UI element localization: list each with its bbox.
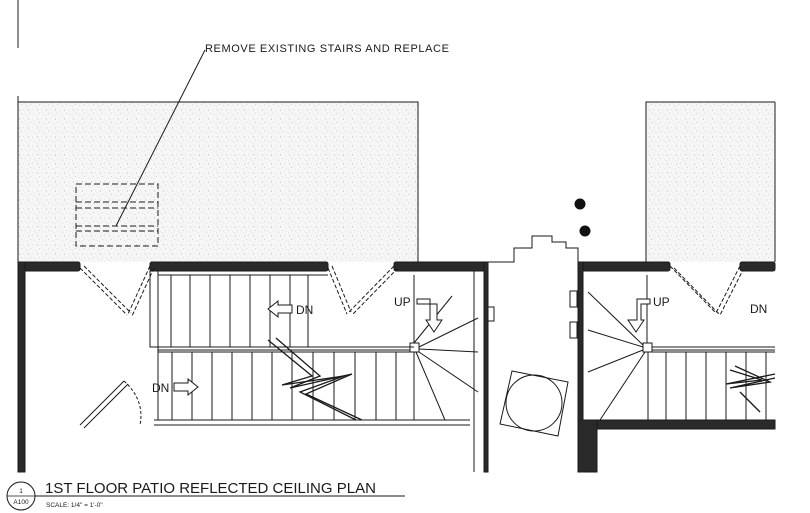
dn-label-lower: DN xyxy=(152,381,169,395)
wall-box xyxy=(569,290,578,308)
wall-box xyxy=(487,306,495,322)
existing-stairs-dashed xyxy=(75,183,159,247)
dn-label-upper: DN xyxy=(296,303,313,317)
detail-number: 1 xyxy=(19,488,23,495)
light-fixture xyxy=(574,198,586,210)
door-swing xyxy=(79,265,399,317)
drawing-scale: SCALE: 1/4" = 1'-0" xyxy=(46,502,103,509)
entry-door xyxy=(79,380,142,429)
sheet-number: A100 xyxy=(13,499,29,506)
rotated-fixture xyxy=(499,370,569,437)
stepped-outline xyxy=(488,235,579,263)
stair-run-lower xyxy=(157,347,414,420)
arrow-up-left xyxy=(416,298,443,333)
title-block: 1 A100 1ST FLOOR PATIO REFLECTED CEILING… xyxy=(6,480,405,511)
wall-box xyxy=(569,321,578,339)
arrow-dn-lower xyxy=(173,377,199,397)
drawing-title: 1ST FLOOR PATIO REFLECTED CEILING PLAN xyxy=(45,480,376,497)
remove-stairs-note: REMOVE EXISTING STAIRS AND REPLACE xyxy=(205,43,450,55)
right-unit-walls xyxy=(577,261,776,473)
door-swing-right xyxy=(669,265,745,316)
note-leader xyxy=(115,49,206,227)
arrow-dn-upper xyxy=(267,299,293,319)
winder-stair-left xyxy=(158,275,479,421)
arrow-up-right xyxy=(627,298,651,333)
up-label-right: UP xyxy=(653,295,670,309)
winder-stair-right xyxy=(587,275,775,421)
up-label-left: UP xyxy=(394,295,411,309)
break-line xyxy=(267,337,363,421)
roof-area-right xyxy=(645,101,776,262)
left-unit-walls xyxy=(17,261,489,473)
light-fixture xyxy=(579,225,591,237)
dn-label-right: DN xyxy=(750,302,767,316)
break-line-right xyxy=(725,365,776,413)
roof-area-left xyxy=(17,96,419,262)
